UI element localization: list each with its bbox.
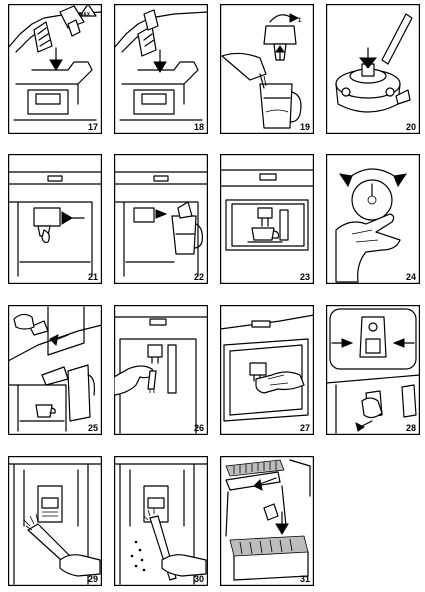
step-31-panel: 31	[220, 456, 314, 586]
step-29-illustration	[8, 456, 102, 586]
step-30-panel: 30	[114, 456, 208, 586]
step-21-panel: 21	[8, 154, 102, 284]
step-24-illustration	[326, 154, 420, 284]
step-20-illustration	[326, 4, 420, 134]
step-number: 21	[87, 272, 98, 282]
step-number: 22	[193, 272, 204, 282]
step-19-panel: 1 19	[220, 4, 314, 134]
step-29-panel: 29	[8, 456, 102, 586]
dial-one-label: 1	[298, 18, 302, 24]
step-25-illustration	[8, 305, 102, 435]
step-22-panel: 22	[114, 154, 208, 284]
step-23-panel: 23	[220, 154, 314, 284]
step-number: 25	[87, 423, 98, 433]
step-26-illustration	[114, 305, 208, 435]
step-18-illustration	[114, 4, 208, 134]
step-number: 30	[193, 574, 204, 584]
step-20-panel: 20	[326, 4, 420, 134]
step-number: 18	[193, 122, 204, 132]
step-27-illustration	[220, 305, 314, 435]
step-19-illustration	[220, 4, 314, 134]
step-number: 23	[299, 272, 310, 282]
step-number: 27	[299, 423, 310, 433]
step-number: 24	[405, 272, 416, 282]
step-number: 28	[405, 423, 416, 433]
step-17-panel: MAX 17	[8, 4, 102, 134]
step-28-panel: 28	[326, 305, 420, 435]
step-number: 17	[87, 122, 98, 132]
step-27-panel: 27	[220, 305, 314, 435]
step-25-panel: 25	[8, 305, 102, 435]
step-28-illustration	[326, 305, 420, 435]
step-31-illustration	[220, 456, 314, 586]
step-number: 31	[299, 574, 310, 584]
step-number: 19	[299, 122, 310, 132]
step-30-illustration	[114, 456, 208, 586]
step-21-illustration	[8, 154, 102, 284]
step-23-illustration	[220, 154, 314, 284]
step-number: 26	[193, 423, 204, 433]
step-18-panel: 18	[114, 4, 208, 134]
step-number: 29	[87, 574, 98, 584]
step-22-illustration	[114, 154, 208, 284]
step-17-illustration	[8, 4, 102, 134]
step-number: 20	[405, 122, 416, 132]
max-badge: MAX	[79, 12, 91, 18]
step-26-panel: 26	[114, 305, 208, 435]
step-24-panel: 24	[326, 154, 420, 284]
